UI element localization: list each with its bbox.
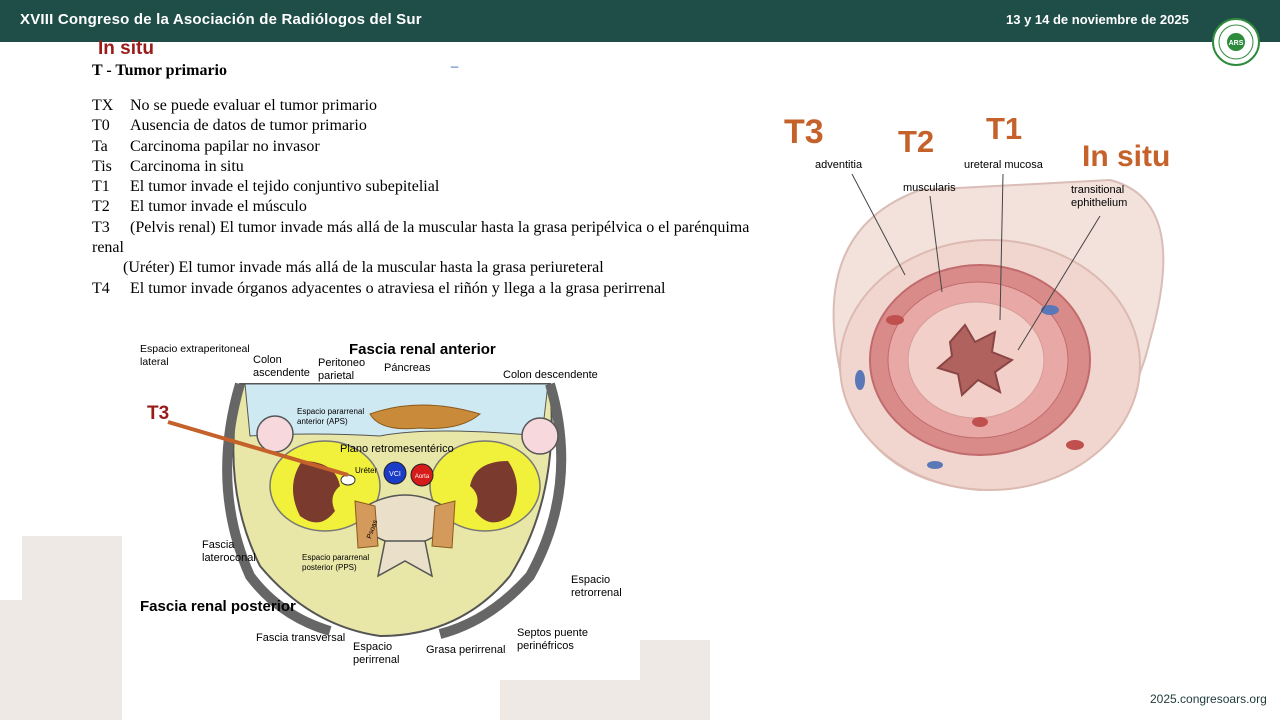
list-item: T3(Pelvis renal) El tumor invade más all… bbox=[92, 218, 750, 257]
congress-title: XVIII Congreso de la Asociación de Radió… bbox=[20, 11, 422, 28]
label-transitional-epithelium: transitional ephithelium bbox=[1071, 184, 1128, 209]
label-espacio-pararrenal-posterior: Espacio pararrenal posterior (PPS) bbox=[302, 553, 370, 572]
retroperitoneum-diagram: VCI Aorta bbox=[130, 336, 625, 676]
label-espacio-pararrenal-anterior: Espacio pararrenal anterior (APS) bbox=[297, 407, 365, 426]
vci-label: VCI bbox=[389, 471, 401, 478]
label-colon-descendente: Colon descendente bbox=[503, 369, 598, 381]
background-building-shape bbox=[500, 680, 650, 720]
stage-t3-label: T3 bbox=[784, 113, 824, 151]
label-peritoneo-parietal: Peritoneo parietal bbox=[318, 357, 366, 382]
ars-logo-icon: ARS bbox=[1212, 18, 1260, 66]
aorta-label: Aorta bbox=[415, 474, 430, 480]
stage-insitu-label: In situ bbox=[1082, 140, 1171, 173]
logo-text: ARS bbox=[1229, 40, 1244, 47]
label-septos-puente: Septos puente perinéfricos bbox=[517, 627, 588, 652]
congress-date: 13 y 14 de noviembre de 2025 bbox=[1006, 12, 1189, 27]
ureter-cross-section bbox=[832, 178, 1165, 492]
label-fascia-transversal: Fascia transversal bbox=[256, 632, 346, 644]
label-grasa-perirrenal: Grasa perirrenal bbox=[426, 644, 506, 656]
label-ureter: Uréter bbox=[355, 466, 378, 475]
t3-marker: T3 bbox=[147, 403, 170, 424]
insitu-label: In situ bbox=[98, 38, 154, 59]
label-colon-ascendente: Colon ascendente bbox=[253, 354, 310, 379]
label-espacio-retrorrenal: Espacio retrorrenal bbox=[571, 574, 622, 599]
tumor-heading: T - Tumor primario bbox=[92, 62, 227, 79]
stage-t2-label: T2 bbox=[898, 124, 935, 159]
label-espacio-perirrenal: Espacio perirrenal bbox=[353, 641, 400, 666]
background-building-shape bbox=[22, 536, 122, 720]
list-item: (Uréter) El tumor invade más allá de la … bbox=[123, 259, 604, 277]
label-adventitia: adventitia bbox=[815, 159, 863, 171]
label-fascia-renal-posterior: Fascia renal posterior bbox=[140, 598, 296, 615]
footer-url[interactable]: 2025.congresoars.org bbox=[1150, 692, 1267, 706]
label-fascia-lateroconal: Fascia lateroconal bbox=[202, 539, 256, 564]
header-bar: XVIII Congreso de la Asociación de Radió… bbox=[0, 0, 1280, 42]
label-espacio-extraperitoneal: Espacio extraperitoneal lateral bbox=[140, 343, 250, 368]
dash-mark: _ bbox=[451, 53, 459, 68]
background-building-shape bbox=[640, 640, 710, 720]
label-fascia-renal-anterior: Fascia renal anterior bbox=[349, 341, 496, 358]
stage-t1-label: T1 bbox=[986, 111, 1023, 146]
label-pancreas: Páncreas bbox=[384, 362, 431, 374]
label-plano-retromesenterico: Plano retromesentérico bbox=[340, 443, 454, 455]
label-ureteral-mucosa: ureteral mucosa bbox=[964, 159, 1043, 171]
label-muscularis: muscularis bbox=[903, 182, 956, 194]
